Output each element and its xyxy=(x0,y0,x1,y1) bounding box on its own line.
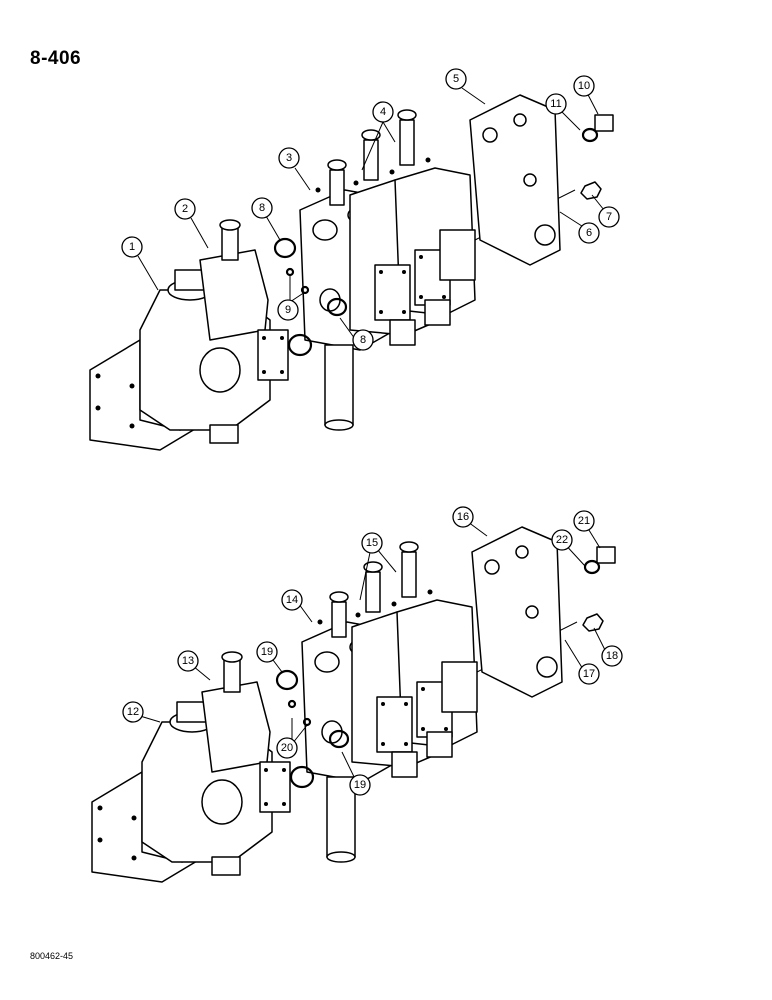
callout-15: 15 xyxy=(361,532,383,554)
svg-text:11: 11 xyxy=(550,98,561,110)
callout-7: 7 xyxy=(598,206,620,228)
callout-19b: 19 xyxy=(349,774,371,796)
svg-text:19: 19 xyxy=(354,779,366,791)
svg-text:9: 9 xyxy=(285,304,291,316)
callout-8b: 8 xyxy=(352,329,374,351)
svg-text:3: 3 xyxy=(286,152,292,164)
callout-3: 3 xyxy=(278,147,300,169)
svg-text:19: 19 xyxy=(261,646,273,658)
callout-12: 12 xyxy=(122,701,144,723)
svg-text:13: 13 xyxy=(182,655,194,667)
callout-6: 6 xyxy=(578,222,600,244)
callout-17: 17 xyxy=(578,663,600,685)
svg-text:18: 18 xyxy=(606,650,618,662)
callout-21: 21 xyxy=(573,510,595,532)
svg-text:21: 21 xyxy=(578,515,590,527)
callout-13: 13 xyxy=(177,650,199,672)
svg-text:4: 4 xyxy=(380,106,386,118)
callout-14: 14 xyxy=(281,589,303,611)
callout-22: 22 xyxy=(551,529,573,551)
callout-2: 2 xyxy=(174,198,196,220)
svg-text:8: 8 xyxy=(360,334,366,346)
svg-text:20: 20 xyxy=(281,742,293,754)
callout-5: 5 xyxy=(445,68,467,90)
svg-text:17: 17 xyxy=(583,668,595,680)
footer-code: 800462-45 xyxy=(30,951,74,961)
svg-text:10: 10 xyxy=(578,80,590,92)
svg-text:22: 22 xyxy=(556,534,568,546)
callout-20: 20 xyxy=(276,737,298,759)
callout-19a: 19 xyxy=(256,641,278,663)
callout-9: 9 xyxy=(277,299,299,321)
valve-assembly-bottom xyxy=(90,525,617,884)
svg-text:5: 5 xyxy=(453,73,459,85)
callout-1: 1 xyxy=(121,236,143,258)
svg-text:15: 15 xyxy=(366,537,378,549)
svg-text:6: 6 xyxy=(586,227,592,239)
callout-16: 16 xyxy=(452,506,474,528)
callout-18: 18 xyxy=(601,645,623,667)
svg-text:14: 14 xyxy=(286,594,298,606)
callout-11: 11 xyxy=(545,93,567,115)
callout-4: 4 xyxy=(372,101,394,123)
callout-8a: 8 xyxy=(251,197,273,219)
svg-text:12: 12 xyxy=(127,706,139,718)
callout-10: 10 xyxy=(573,75,595,97)
svg-text:16: 16 xyxy=(457,511,469,523)
svg-text:1: 1 xyxy=(129,241,135,253)
page-number: 8-406 xyxy=(30,48,82,69)
svg-text:8: 8 xyxy=(259,202,265,214)
svg-text:2: 2 xyxy=(182,203,188,215)
svg-text:7: 7 xyxy=(606,211,612,223)
valve-assembly-top xyxy=(88,93,615,452)
